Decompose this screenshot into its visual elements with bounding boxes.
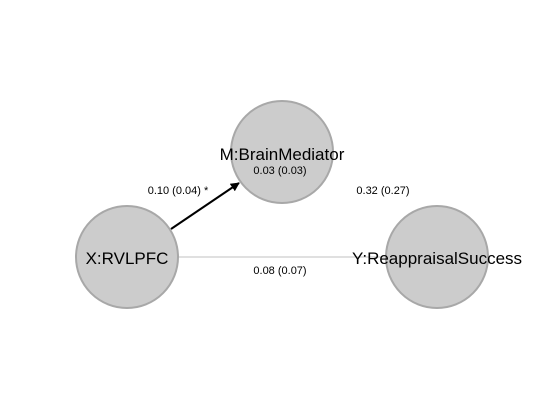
node-m-circle (230, 100, 334, 204)
edge-x-to-m-label: 0.10 (0.04) * (148, 185, 209, 197)
edge-m-to-y-label: 0.32 (0.27) (356, 185, 409, 197)
edge-x-to-m (170, 182, 240, 230)
node-x-label: X:RVLPFC (86, 249, 169, 268)
edge-x-to-y-label: 0.08 (0.07) (253, 265, 306, 277)
node-y-circle (385, 205, 489, 309)
node-x-circle (75, 205, 179, 309)
node-m-label: M:BrainMediator (220, 145, 345, 164)
edge-x-to-y-via-m-label: 0.03 (0.03) (253, 165, 306, 177)
node-y-label: Y:ReappraisalSuccess (352, 249, 522, 268)
